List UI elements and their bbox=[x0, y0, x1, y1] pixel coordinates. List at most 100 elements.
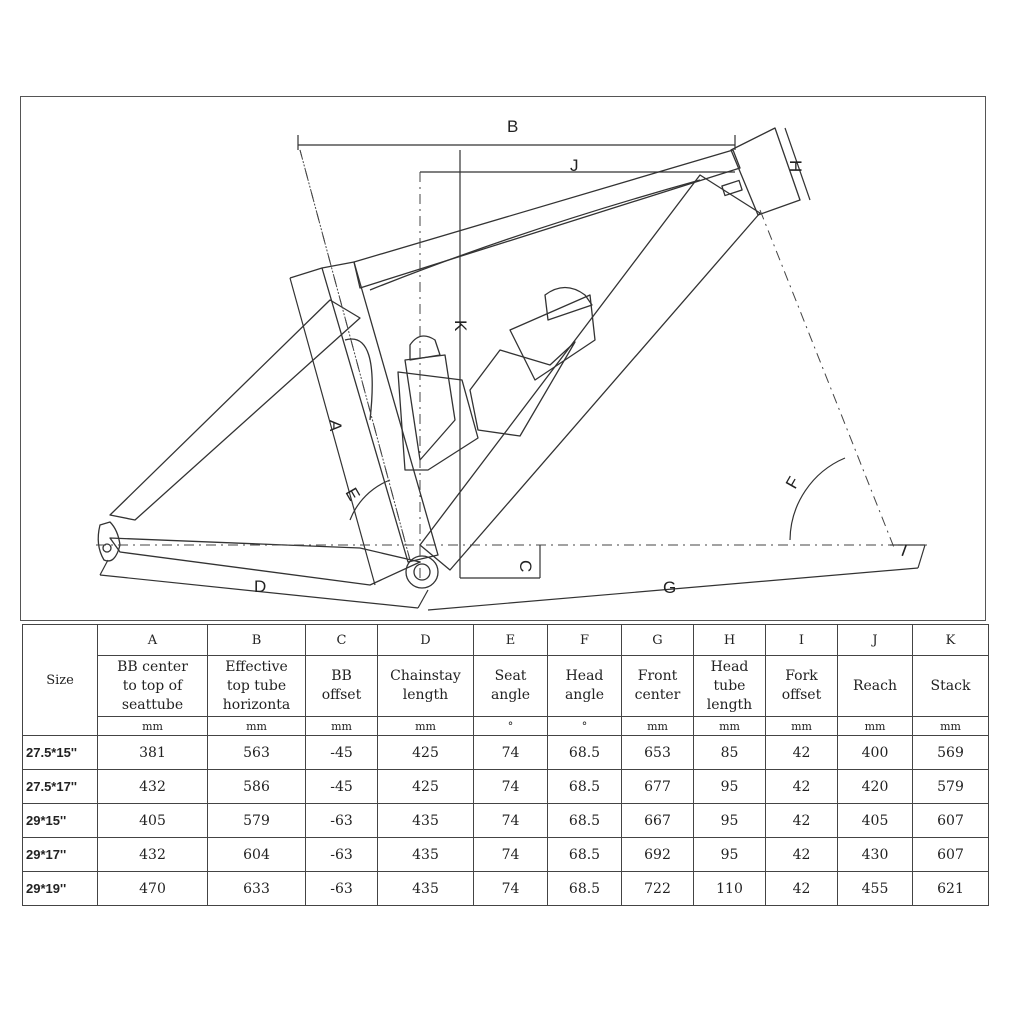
label-b: B bbox=[507, 117, 518, 136]
column-letter: F bbox=[547, 624, 622, 656]
value-cell: 435 bbox=[377, 803, 474, 838]
label-c: C bbox=[516, 560, 535, 572]
column-description-line: length bbox=[706, 696, 753, 713]
size-cell: 29*19'' bbox=[22, 871, 98, 906]
value-cell: -63 bbox=[305, 871, 378, 906]
value-cell: -63 bbox=[305, 803, 378, 838]
column-unit: mm bbox=[305, 716, 378, 736]
head-tube bbox=[730, 127, 801, 216]
value-cell: 95 bbox=[693, 803, 766, 838]
column-unit: ° bbox=[547, 716, 622, 736]
column-description-line: Chainstay bbox=[390, 668, 461, 684]
value-cell: 430 bbox=[837, 837, 913, 872]
column-description-line: seattube bbox=[121, 696, 184, 713]
column-description-line: Fork bbox=[785, 668, 818, 684]
column-description: BB center to top of seattube bbox=[97, 655, 208, 717]
value-cell: 425 bbox=[377, 735, 474, 770]
value-cell: 455 bbox=[837, 871, 913, 906]
label-j: J bbox=[570, 156, 579, 175]
column-letter: A bbox=[97, 624, 208, 656]
value-cell: 579 bbox=[912, 769, 989, 804]
value-cell: 425 bbox=[377, 769, 474, 804]
value-cell: 586 bbox=[207, 769, 306, 804]
column-unit: mm bbox=[207, 716, 306, 736]
column-letter: G bbox=[621, 624, 694, 656]
value-cell: 95 bbox=[693, 837, 766, 872]
column-description-line: BB center bbox=[117, 658, 188, 675]
size-cell: 27.5*15'' bbox=[22, 735, 98, 770]
column-description-line: Head bbox=[710, 658, 749, 675]
column-unit: mm bbox=[912, 716, 989, 736]
value-cell: 621 bbox=[912, 871, 989, 906]
label-k: K bbox=[451, 320, 470, 332]
column-description: Head tube length bbox=[693, 655, 766, 717]
seat-tube bbox=[321, 261, 439, 563]
column-description-line: center bbox=[634, 687, 681, 703]
column-unit: mm bbox=[621, 716, 694, 736]
column-letter: E bbox=[473, 624, 548, 656]
top-tube bbox=[353, 149, 741, 289]
column-description-line: tube bbox=[713, 677, 746, 694]
size-cell: 29*17'' bbox=[22, 837, 98, 872]
label-g: G bbox=[663, 578, 676, 597]
column-unit: ° bbox=[473, 716, 548, 736]
value-cell: 563 bbox=[207, 735, 306, 770]
value-cell: 604 bbox=[207, 837, 306, 872]
value-cell: -45 bbox=[305, 735, 378, 770]
value-cell: 405 bbox=[97, 803, 208, 838]
value-cell: 74 bbox=[473, 803, 548, 838]
value-cell: 420 bbox=[837, 769, 913, 804]
column-description: Seat angle bbox=[473, 655, 548, 717]
diagram-frame bbox=[20, 96, 986, 621]
value-cell: 74 bbox=[473, 871, 548, 906]
column-letter: I bbox=[765, 624, 838, 656]
size-header: Size bbox=[22, 624, 98, 736]
column-description-line: offset bbox=[781, 687, 822, 703]
label-d: D bbox=[254, 577, 266, 596]
label-i: I bbox=[899, 541, 910, 560]
column-description-line: Seat bbox=[494, 668, 527, 684]
value-cell: 653 bbox=[621, 735, 694, 770]
value-cell: -45 bbox=[305, 769, 378, 804]
value-cell: 470 bbox=[97, 871, 208, 906]
label-f: F bbox=[782, 474, 804, 492]
column-description-line: Reach bbox=[852, 677, 898, 694]
value-cell: 405 bbox=[837, 803, 913, 838]
value-cell: 667 bbox=[621, 803, 694, 838]
column-description-line: top tube bbox=[226, 677, 287, 694]
column-letter: H bbox=[693, 624, 766, 656]
column-description-line: offset bbox=[321, 687, 362, 703]
value-cell: 432 bbox=[97, 837, 208, 872]
value-cell: 607 bbox=[912, 837, 989, 872]
column-description: Reach bbox=[837, 655, 913, 717]
value-cell: 68.5 bbox=[547, 803, 622, 838]
column-description-line: length bbox=[402, 687, 449, 703]
column-description-line: Front bbox=[637, 668, 678, 684]
column-description-line: Head bbox=[565, 668, 604, 684]
value-cell: 381 bbox=[97, 735, 208, 770]
column-description-line: to top of bbox=[122, 677, 183, 694]
rear-dropout bbox=[97, 521, 121, 562]
value-cell: 74 bbox=[473, 769, 548, 804]
value-cell: 435 bbox=[377, 871, 474, 906]
column-description-line: angle bbox=[490, 687, 531, 703]
value-cell: 74 bbox=[473, 735, 548, 770]
column-unit: mm bbox=[765, 716, 838, 736]
value-cell: 42 bbox=[765, 837, 838, 872]
value-cell: 42 bbox=[765, 803, 838, 838]
column-description-line: horizonta bbox=[222, 696, 291, 713]
value-cell: 677 bbox=[621, 769, 694, 804]
value-cell: 110 bbox=[693, 871, 766, 906]
column-unit: mm bbox=[837, 716, 913, 736]
value-cell: 95 bbox=[693, 769, 766, 804]
value-cell: 432 bbox=[97, 769, 208, 804]
